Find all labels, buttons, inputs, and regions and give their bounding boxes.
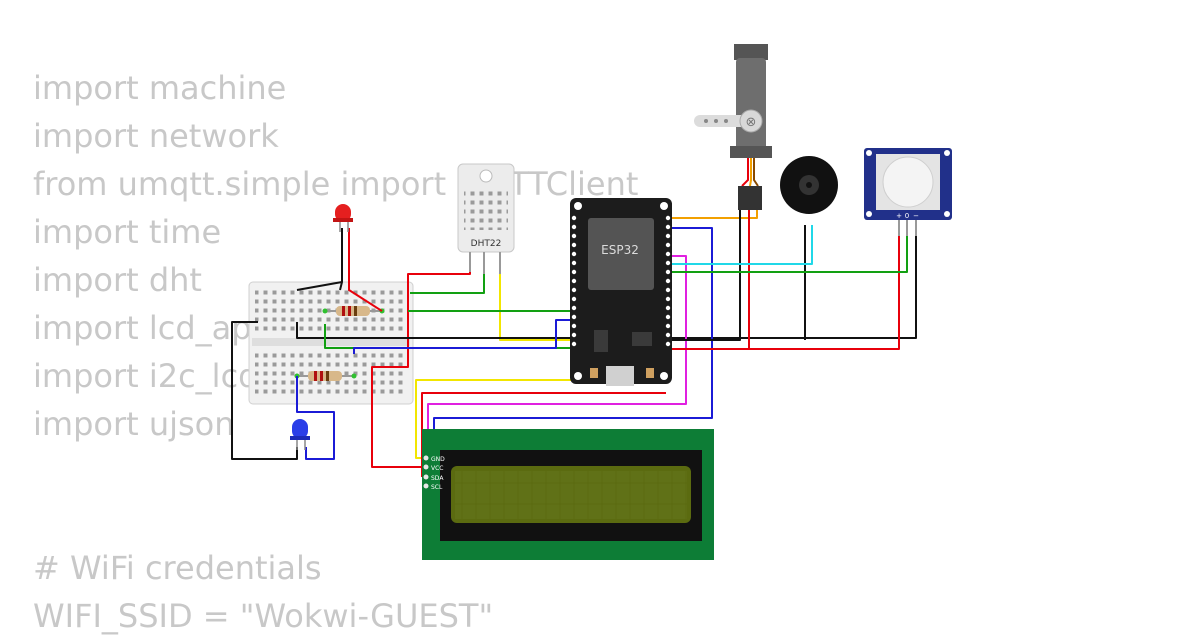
lcd-1602-display[interactable]: GND VCC SDA SCL bbox=[422, 429, 714, 560]
code-line: # WiFi credentials bbox=[33, 549, 322, 587]
esp32-label: ESP32 bbox=[601, 243, 639, 257]
code-line: import dht bbox=[33, 261, 202, 299]
code-editor-background: import machine import network from umqtt… bbox=[33, 0, 733, 635]
lcd-pin-gnd: GND bbox=[431, 456, 445, 463]
servo-motor[interactable]: ⊗ bbox=[694, 44, 772, 210]
code-line: import i2c_lcd bbox=[33, 357, 259, 395]
pir-motion-sensor[interactable]: + 0 − bbox=[864, 148, 952, 236]
code-line: import lcd_api bbox=[33, 309, 261, 347]
esp32-board[interactable]: ESP32 bbox=[570, 198, 672, 386]
lcd-pin-sda: SDA bbox=[431, 475, 444, 482]
dht-label: DHT22 bbox=[471, 239, 502, 249]
red-led[interactable] bbox=[333, 204, 353, 232]
servo-screw-icon: ⊗ bbox=[746, 115, 757, 130]
buzzer[interactable] bbox=[780, 156, 838, 214]
lcd-pin-scl: SCL bbox=[431, 484, 443, 491]
code-line: import network bbox=[33, 117, 279, 155]
code-line: WIFI_SSID = "Wokwi-GUEST" bbox=[33, 597, 494, 635]
code-line: import machine bbox=[33, 69, 287, 107]
blue-led[interactable] bbox=[290, 419, 310, 450]
code-line: import ujson bbox=[33, 405, 235, 443]
breadboard[interactable] bbox=[248, 281, 414, 405]
pir-pin-gnd: − bbox=[913, 212, 919, 220]
lcd-pin-vcc: VCC bbox=[431, 465, 443, 472]
dht22-sensor[interactable]: DHT22 bbox=[457, 163, 515, 274]
pir-pin-out: 0 bbox=[905, 212, 909, 220]
resistor-1[interactable] bbox=[322, 306, 385, 316]
pir-pin-vcc: + bbox=[896, 212, 902, 220]
code-line: import time bbox=[33, 213, 222, 251]
